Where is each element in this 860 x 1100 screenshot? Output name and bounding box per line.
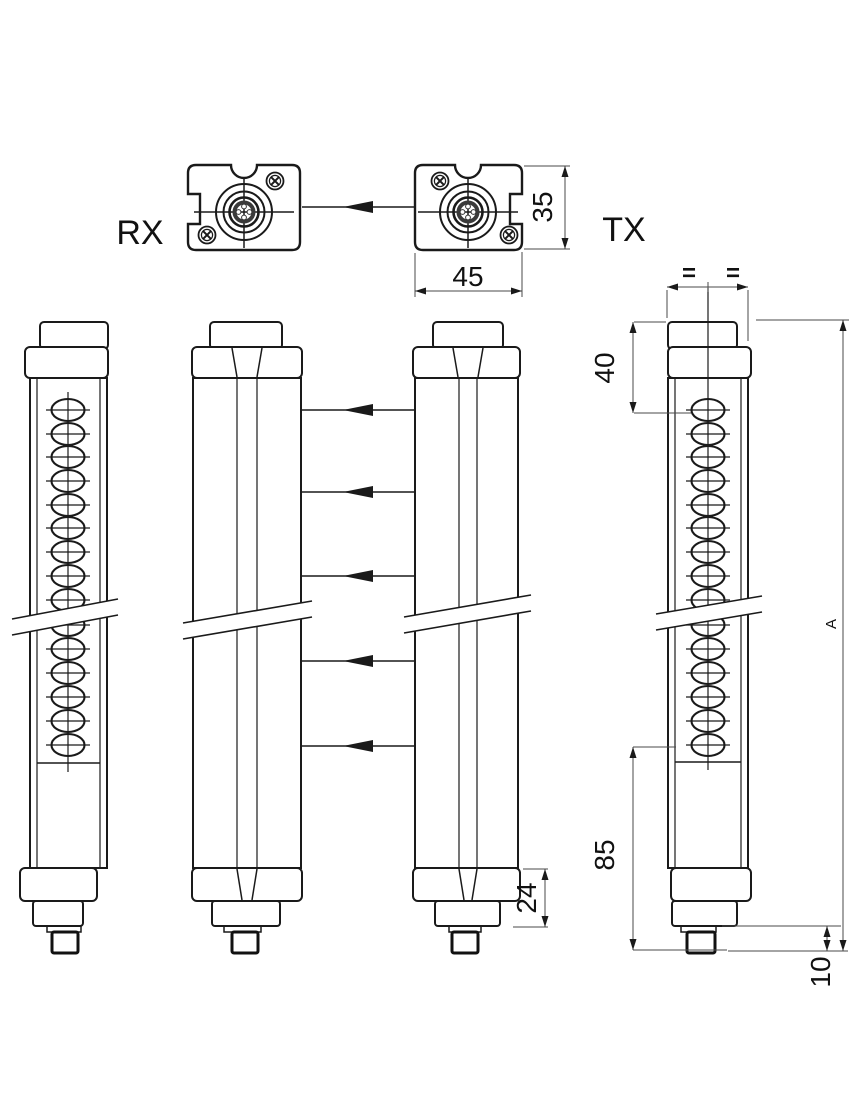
bottom-cap — [670, 867, 752, 902]
top-end-block — [209, 321, 283, 350]
rx-label: RX — [116, 214, 163, 252]
dim-top-to-first-beam: 40 — [589, 321, 691, 414]
top-end-block — [39, 321, 109, 350]
tx-front-view-column — [655, 288, 763, 955]
light-beam-arrows — [301, 403, 415, 753]
dim-equal-spacing: = = — [666, 260, 749, 341]
dim-total-length: A — [756, 319, 849, 951]
dim-connector: 10 — [722, 925, 848, 988]
top-cap — [191, 346, 303, 379]
bottom-cap — [19, 867, 98, 902]
dim-last-beam-to-bottom: 85 — [589, 746, 727, 951]
top-end-block — [667, 321, 738, 350]
connector-plug — [50, 930, 80, 955]
tx-head-top-view — [413, 163, 524, 252]
dim-10-text: 10 — [805, 956, 836, 987]
rx-head-top-view — [186, 163, 302, 252]
screw-icon — [430, 171, 450, 191]
break-symbol — [403, 594, 532, 634]
beam-arrow-icon — [301, 200, 415, 214]
top-cap — [24, 346, 109, 379]
break-symbol — [655, 595, 763, 631]
dim-head-width: 45 — [414, 252, 523, 297]
connector-plug — [450, 930, 480, 955]
dim-35-text: 35 — [527, 191, 558, 222]
bottom-block — [211, 900, 281, 927]
top-cap — [412, 346, 521, 379]
bottom-block — [671, 900, 738, 927]
dim-a-text: A — [823, 619, 840, 629]
beam-arrow-icon — [301, 485, 415, 499]
connector-plug — [685, 930, 717, 955]
bottom-cap — [191, 867, 303, 902]
column-view-section: = = 40 A 85 — [11, 260, 849, 988]
screw-icon — [265, 171, 285, 191]
bottom-cap — [412, 867, 521, 902]
dim-85-text: 85 — [589, 839, 620, 870]
beam-arrow-icon — [301, 569, 415, 583]
dim-40-text: 40 — [589, 352, 620, 383]
beam-arrow-icon — [301, 403, 415, 417]
screw-icon — [197, 225, 217, 245]
rx-side-view-column — [182, 321, 313, 955]
rx-front-view-column — [11, 321, 119, 955]
dim-45-text: 45 — [452, 261, 483, 292]
break-symbol — [182, 600, 313, 640]
top-end-block — [432, 321, 504, 350]
connector-plug — [230, 930, 260, 955]
break-symbol — [11, 598, 119, 636]
bottom-block — [434, 900, 501, 927]
equal-mark-left: = — [682, 260, 696, 287]
tx-label: TX — [602, 211, 645, 249]
bottom-block — [32, 900, 84, 927]
top-cap — [667, 346, 752, 379]
beam-arrow-icon — [301, 654, 415, 668]
dim-bottom-cap: 24 — [511, 868, 549, 928]
dim-24-text: 24 — [511, 882, 542, 913]
beam-arrow-icon — [301, 739, 415, 753]
screw-icon — [499, 225, 519, 245]
top-view-section: RX TX 45 35 — [116, 163, 646, 297]
tx-side-view-column — [403, 321, 532, 955]
equal-mark-right: = — [726, 260, 740, 287]
dim-head-depth: 35 — [524, 165, 570, 250]
